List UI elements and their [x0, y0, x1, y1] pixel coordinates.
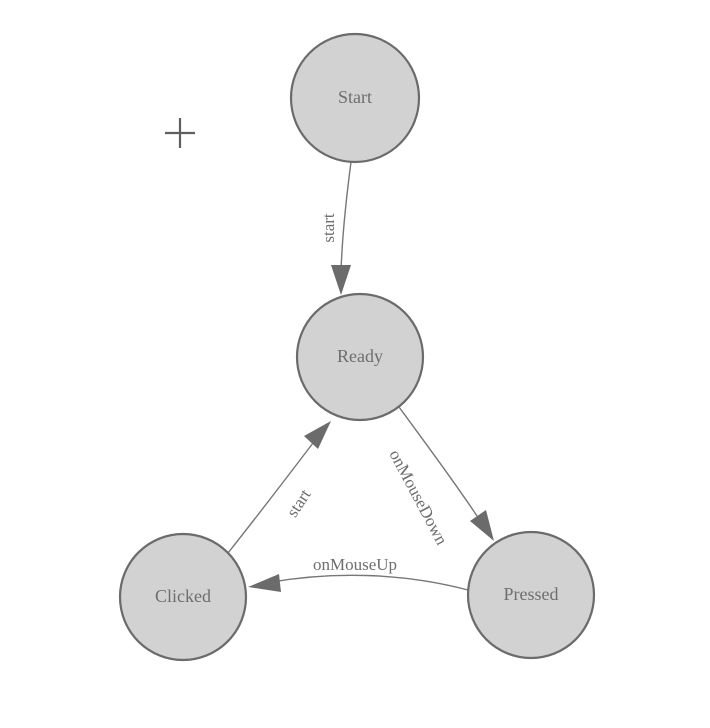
node-label-start: Start	[338, 87, 372, 107]
edge-path-clicked-to-ready[interactable]	[227, 442, 314, 554]
edge-start-to-ready[interactable]: start	[319, 161, 352, 295]
edge-label-start-to-ready: start	[319, 213, 338, 243]
node-circle-clicked[interactable]	[118, 532, 248, 662]
node-circle-pressed[interactable]	[466, 530, 596, 660]
nodes-layer: Start Ready Clicked Pressed	[118, 32, 596, 662]
node-label-pressed: Pressed	[504, 584, 559, 604]
edge-label-ready-to-pressed: onMouseDown	[385, 447, 451, 549]
arrowhead-clicked-to-ready	[304, 421, 331, 449]
plus-marker[interactable]	[165, 118, 195, 148]
arrowhead-ready-to-pressed	[470, 510, 494, 541]
node-circle-ready[interactable]	[295, 292, 425, 422]
node-label-clicked: Clicked	[155, 586, 211, 606]
node-clicked[interactable]: Clicked	[118, 532, 248, 662]
edge-path-ready-to-pressed[interactable]	[398, 406, 482, 523]
edge-label-clicked-to-ready: start	[283, 485, 315, 520]
arrowhead-pressed-to-clicked	[248, 574, 281, 592]
edge-path-start-to-ready[interactable]	[340, 161, 352, 273]
node-circle-start[interactable]	[289, 32, 421, 164]
node-label-ready: Ready	[337, 346, 383, 366]
arrowhead-start-to-ready	[331, 265, 351, 295]
edge-clicked-to-ready[interactable]: start	[227, 421, 331, 554]
edge-label-pressed-to-clicked: onMouseUp	[313, 555, 397, 574]
node-pressed[interactable]: Pressed	[466, 530, 596, 660]
node-ready[interactable]: Ready	[295, 292, 425, 422]
node-start[interactable]: Start	[289, 32, 421, 164]
edge-pressed-to-clicked[interactable]: onMouseUp	[248, 555, 469, 592]
edge-path-pressed-to-clicked[interactable]	[271, 574, 469, 591]
edge-ready-to-pressed[interactable]: onMouseDown	[385, 406, 494, 549]
